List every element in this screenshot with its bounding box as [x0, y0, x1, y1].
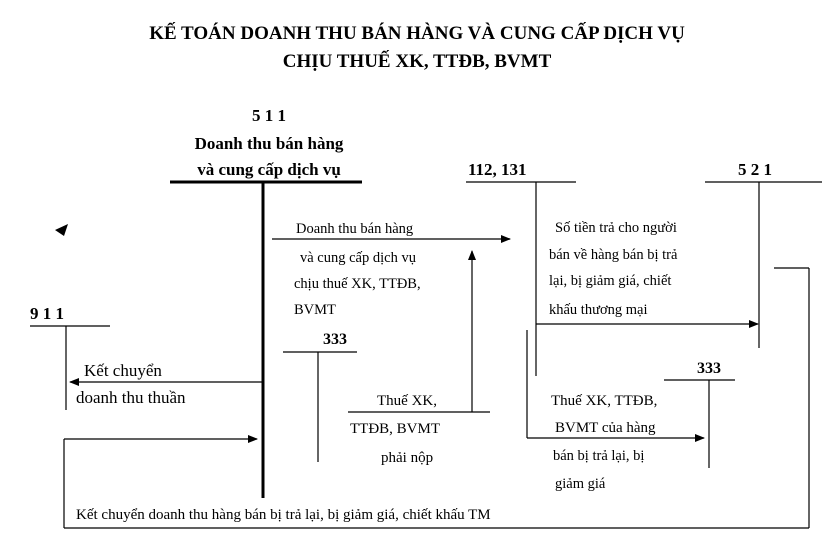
- bottom-transfer-label: Kết chuyển doanh thu hàng bán bị trả lại…: [76, 507, 491, 523]
- account-112-131-number: 112, 131: [468, 160, 527, 179]
- tax-payable-line2: TTĐB, BVMT: [350, 421, 440, 437]
- account-521-number: 5 2 1: [738, 160, 772, 179]
- refund-label-line4: khấu thương mại: [549, 302, 648, 318]
- revenue-label-line2: và cung cấp dịch vụ: [300, 250, 416, 266]
- revenue-label-line1: Doanh thu bán hàng: [296, 221, 414, 237]
- tax-payable-line1: Thuế XK,: [377, 393, 437, 409]
- tax-returns-line1: Thuế XK, TTĐB,: [551, 393, 658, 409]
- account-333-right-number: 333: [697, 360, 721, 377]
- stray-triangle-mark: [55, 224, 68, 236]
- account-511-number: 5 1 1: [252, 106, 286, 125]
- page-title-line1: KẾ TOÁN DOANH THU BÁN HÀNG VÀ CUNG CẤP D…: [149, 23, 685, 44]
- account-511-name-line1: Doanh thu bán hàng: [194, 134, 344, 153]
- tax-returns-line4: giảm giá: [555, 476, 606, 492]
- tax-returns-line2: BVMT của hàng: [555, 420, 656, 436]
- refund-label-line2: bán về hàng bán bị trả: [549, 247, 678, 263]
- transfer-net-line2: doanh thu thuần: [76, 388, 186, 407]
- tax-payable-line3: phải nộp: [381, 450, 434, 466]
- account-511-name-line2: và cung cấp dịch vụ: [197, 160, 341, 179]
- page-title-line2: CHỊU THUẾ XK, TTĐB, BVMT: [282, 51, 552, 72]
- account-333-left-number: 333: [323, 331, 347, 348]
- refund-label-line1: Số tiền trả cho người: [555, 220, 677, 236]
- tax-returns-line3: bán bị trả lại, bị: [553, 448, 645, 464]
- refund-label-line3: lại, bị giảm giá, chiết: [549, 273, 672, 289]
- transfer-net-line1: Kết chuyển: [84, 361, 162, 380]
- revenue-label-line4: BVMT: [294, 302, 336, 318]
- account-911-number: 9 1 1: [30, 304, 64, 323]
- revenue-label-line3: chịu thuế XK, TTĐB,: [294, 276, 421, 292]
